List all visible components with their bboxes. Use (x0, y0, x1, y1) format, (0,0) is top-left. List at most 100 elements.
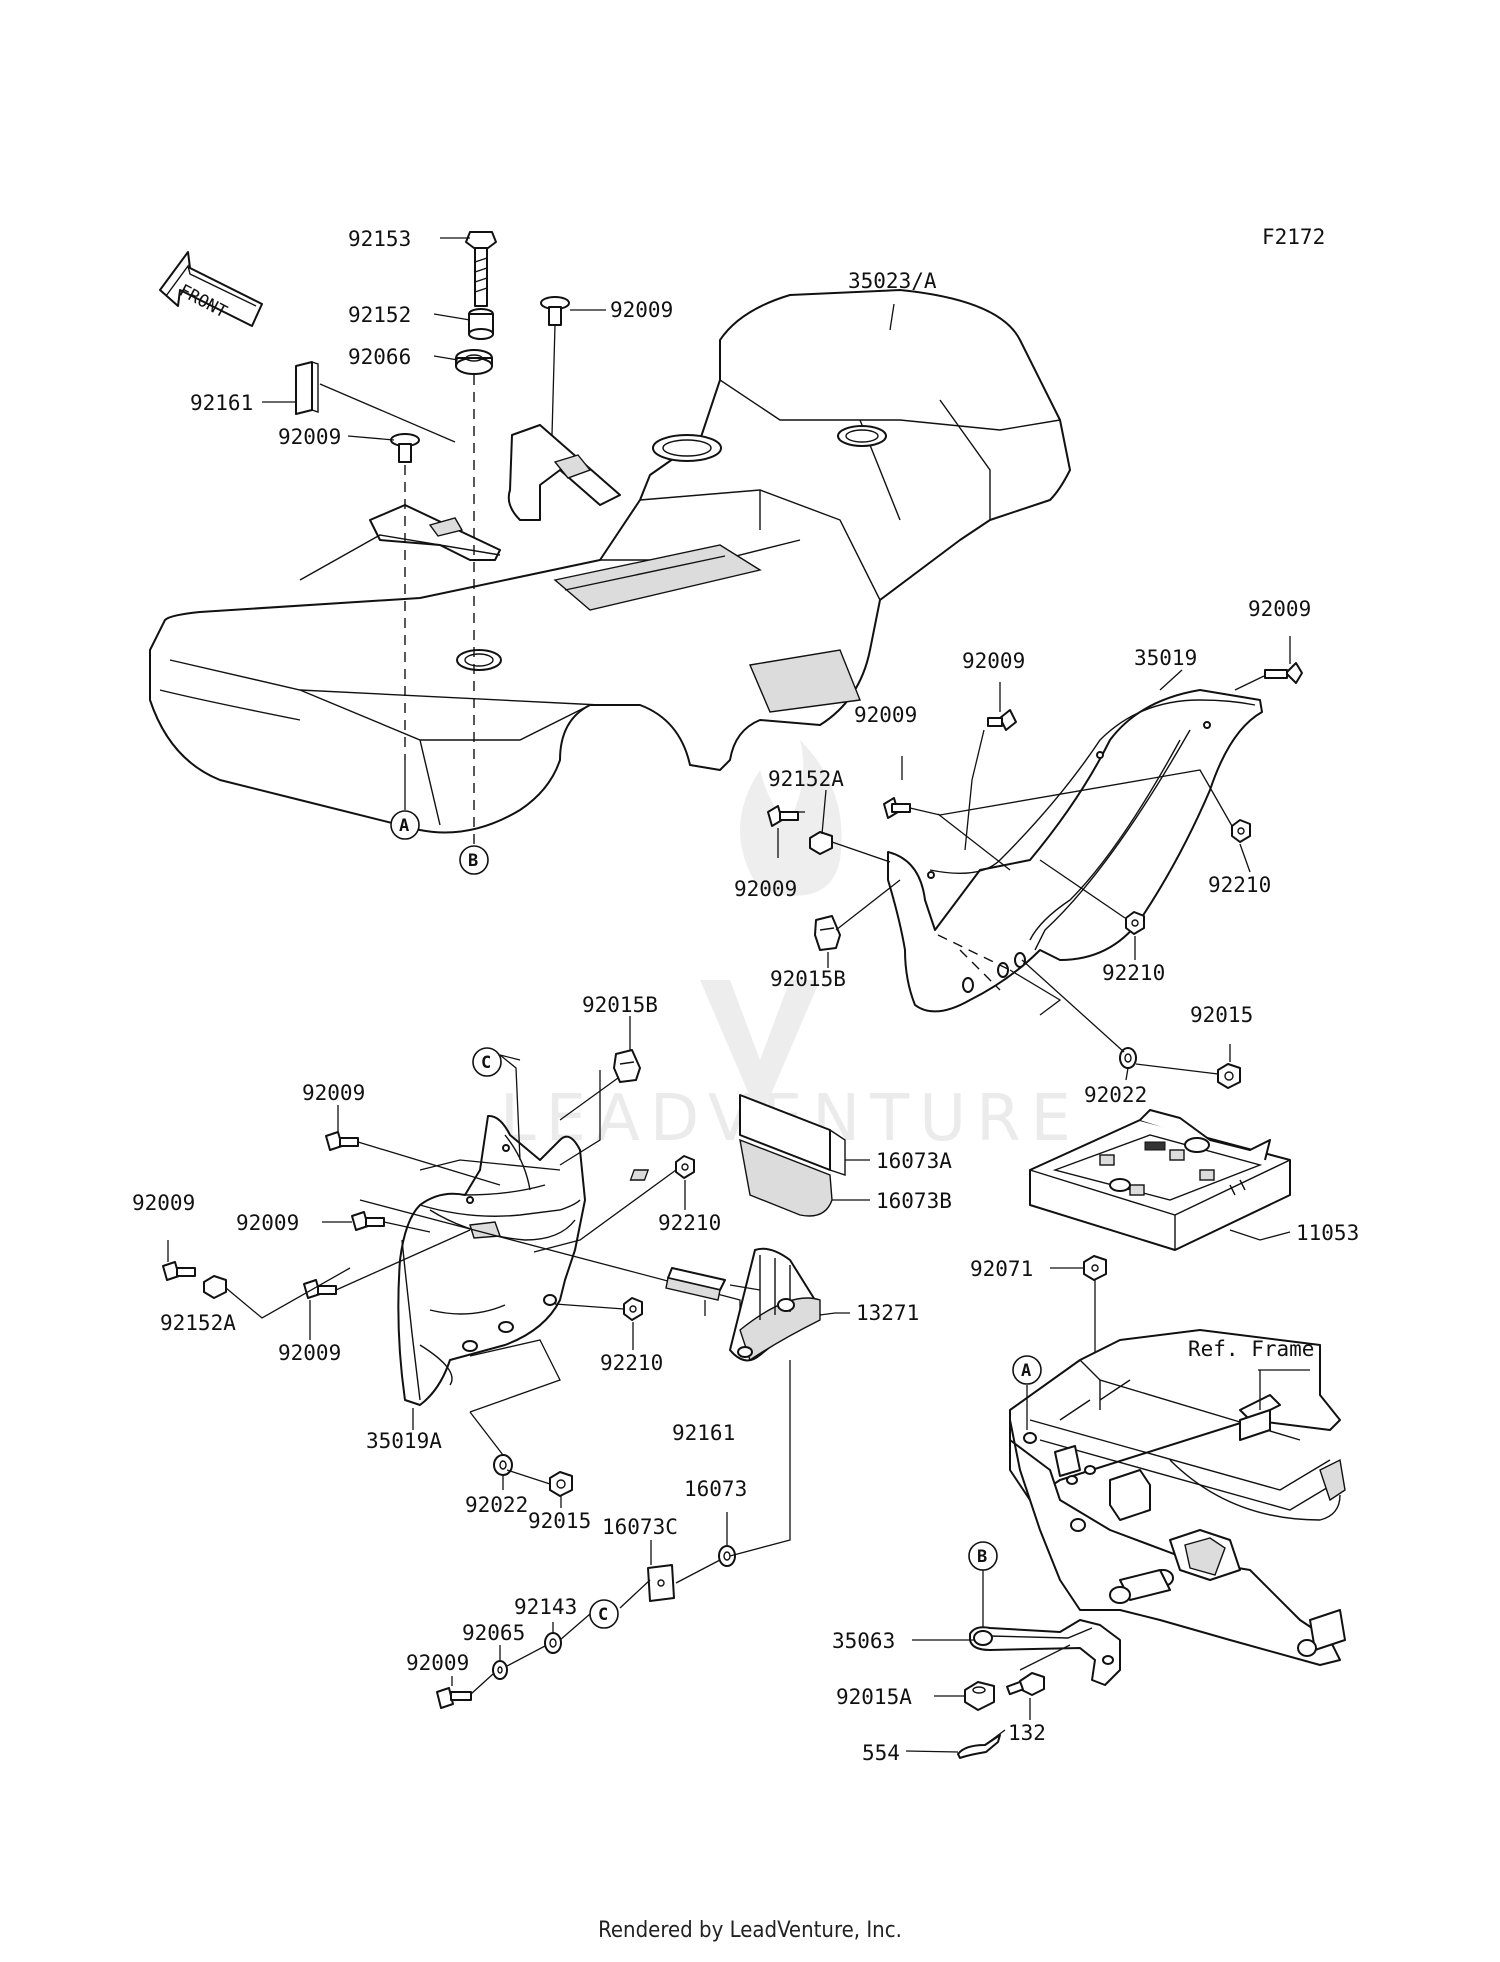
svg-text:A: A (1021, 1361, 1031, 1381)
label-92009-r3: 92009 (854, 703, 917, 727)
label-92015B-r: 92015B (770, 967, 846, 991)
nut-92015-l (549, 1471, 573, 1497)
washer-92065 (492, 1660, 508, 1680)
label-16073: 16073 (684, 1477, 747, 1501)
pad-92161-bot (665, 1267, 726, 1301)
bolt-92153 (465, 231, 497, 307)
bracket-35063 (969, 1619, 1121, 1686)
label-92153: 92153 (348, 227, 411, 251)
label-92152: 92152 (348, 303, 411, 327)
label-92009-r2: 92009 (962, 649, 1025, 673)
label-92015-r: 92015 (1190, 1003, 1253, 1027)
screw-92009-top-left (390, 433, 420, 463)
screw-92009-l2 (351, 1211, 385, 1231)
circle-ref-a-frame: A (1012, 1355, 1042, 1385)
label-13271: 13271 (856, 1301, 919, 1325)
label-92022-l: 92022 (465, 1493, 528, 1517)
left-mudguard-35019A (397, 1114, 586, 1406)
grommet-92066 (455, 349, 493, 375)
label-92065: 92065 (462, 1621, 525, 1645)
label-ref-frame: Ref. Frame (1188, 1337, 1314, 1361)
footer-credit: Rendered by LeadVenture, Inc. (598, 1918, 902, 1943)
label-92009-r1: 92009 (1248, 597, 1311, 621)
pad-16073A (739, 1094, 846, 1176)
label-92009-r4: 92009 (734, 877, 797, 901)
label-16073B: 16073B (876, 1189, 952, 1213)
label-92009-top-center: 92009 (610, 298, 673, 322)
screw-92009-bot (436, 1687, 472, 1709)
label-92009-l3: 92009 (132, 1191, 195, 1215)
label-92161-bot: 92161 (672, 1421, 735, 1445)
label-92210-r2: 92210 (1102, 961, 1165, 985)
circle-ref-b-bracket: B (968, 1541, 998, 1571)
circle-ref-c-bot: C (589, 1599, 619, 1629)
nut-92071 (1083, 1255, 1107, 1281)
label-92009-top-left: 92009 (278, 425, 341, 449)
washer-92143 (544, 1632, 562, 1654)
screw-92009-top-center (540, 296, 570, 326)
label-92210-l2: 92210 (600, 1351, 663, 1375)
nut-92015-r (1217, 1063, 1241, 1089)
washer-16073 (718, 1545, 736, 1567)
label-35019A: 35019A (366, 1429, 442, 1453)
figure-code: F2172 (1262, 225, 1325, 249)
label-92015A: 92015A (836, 1685, 912, 1709)
svg-text:C: C (598, 1605, 608, 1625)
label-92210-l1: 92210 (658, 1211, 721, 1235)
label-11053: 11053 (1296, 1221, 1359, 1245)
label-92066: 92066 (348, 345, 411, 369)
screw-92009-l3 (162, 1261, 196, 1281)
label-16073A: 16073A (876, 1149, 952, 1173)
screw-92009-r2 (987, 709, 1017, 731)
label-92210-r1: 92210 (1208, 873, 1271, 897)
frame-reference (1009, 1329, 1346, 1666)
label-554: 554 (862, 1741, 900, 1765)
cotter-pin-554 (957, 1729, 1006, 1759)
label-16073C: 16073C (602, 1515, 678, 1539)
rear-fender-35023 (149, 289, 1071, 834)
screw-92009-r4 (767, 805, 799, 827)
svg-text:A: A (399, 816, 409, 836)
label-92009-l2: 92009 (236, 1211, 299, 1235)
label-92143: 92143 (514, 1595, 577, 1619)
label-92022-r: 92022 (1084, 1083, 1147, 1107)
screw-92009-l1 (325, 1131, 359, 1151)
label-92015-l: 92015 (528, 1509, 591, 1533)
screw-92009-l4 (303, 1279, 337, 1299)
label-35063: 35063 (832, 1629, 895, 1653)
label-132: 132 (1008, 1721, 1046, 1745)
screw-92009-r3 (883, 797, 911, 819)
clip-92015B-l (613, 1049, 641, 1083)
part-labels: 92153 92152 92066 92161 92009 92009 3502… (132, 227, 1359, 1765)
right-mudguard-35019 (887, 689, 1263, 1013)
label-92009-bot: 92009 (406, 1651, 469, 1675)
nut-92210-r2 (1125, 911, 1145, 935)
svg-text:B: B (977, 1547, 987, 1567)
front-arrow-icon: FRONT (159, 251, 263, 327)
clip-92015B-r (814, 915, 841, 951)
collar-92152 (468, 308, 494, 340)
guard-13271 (729, 1247, 821, 1362)
circle-ref-c-top: C (472, 1047, 502, 1077)
circle-ref-b-top: B (459, 845, 489, 875)
nut-92210-l2 (623, 1297, 643, 1321)
label-92161-top: 92161 (190, 391, 253, 415)
screw-92009-r1 (1264, 662, 1303, 684)
label-35023A: 35023/A (848, 269, 937, 293)
label-35019: 35019 (1134, 646, 1197, 670)
label-92071: 92071 (970, 1257, 1033, 1281)
label-92152A-l: 92152A (160, 1311, 236, 1335)
pad-92161-top (295, 361, 319, 415)
label-92152A-r: 92152A (768, 767, 844, 791)
pad-16073B (739, 1138, 833, 1217)
battery-case-11053 (629, 1109, 1291, 1251)
nut-92210-r1 (1231, 819, 1251, 843)
bolt-132 (1006, 1672, 1045, 1696)
plate-16073C (647, 1564, 675, 1602)
nut-92152A-r (809, 831, 833, 855)
nut-92152A-l (203, 1275, 227, 1299)
nut-92210-l1 (675, 1155, 695, 1179)
svg-text:B: B (468, 851, 478, 871)
svg-text:C: C (481, 1053, 491, 1073)
